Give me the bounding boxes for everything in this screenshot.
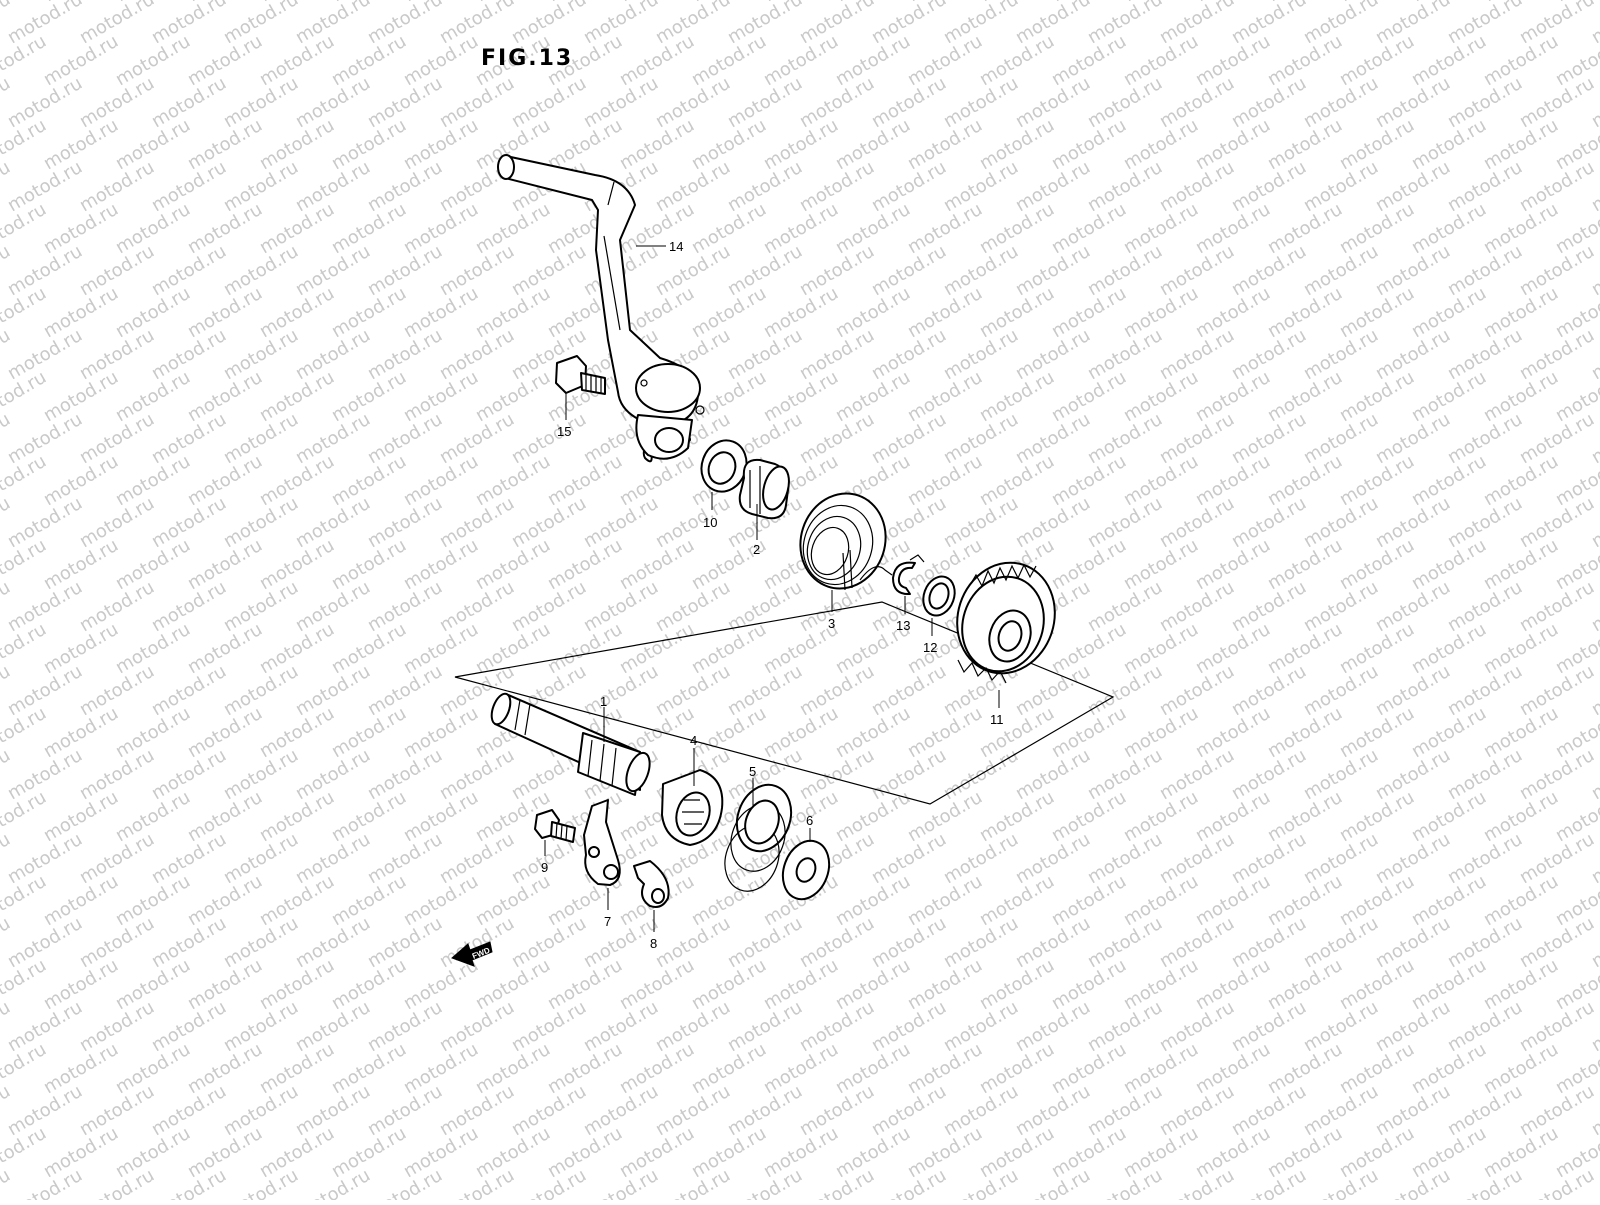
washer-6	[781, 839, 831, 901]
kick-drive-gear-11	[956, 561, 1056, 684]
kick-shaft-1	[490, 692, 651, 796]
callout-7: 7	[604, 914, 611, 929]
callout-3: 3	[828, 616, 835, 631]
oil-seal-10	[700, 439, 748, 493]
callout-6: 6	[806, 813, 813, 828]
assembly-outline	[454, 601, 1115, 805]
washer-12	[922, 575, 956, 617]
callout-8: 8	[650, 936, 657, 951]
callout-4: 4	[690, 733, 697, 748]
callout-12: 12	[923, 640, 937, 655]
callout-layer: 1 2 3 4 5 6 7 8 9 10 11 12 13	[541, 239, 1004, 951]
ratchet-4	[661, 769, 724, 846]
kick-starter-lever	[497, 154, 705, 463]
callout-10: 10	[703, 515, 717, 530]
guide-2	[738, 458, 790, 520]
callout-9: 9	[541, 860, 548, 875]
callout-15: 15	[557, 424, 571, 439]
circlip-13	[892, 554, 925, 596]
callout-13: 13	[896, 618, 910, 633]
callout-5: 5	[749, 764, 756, 779]
guide-plate-7	[583, 799, 621, 886]
spring-5	[724, 783, 793, 892]
kick-spring-3	[799, 492, 893, 591]
bolt-9	[534, 809, 576, 843]
callout-14: 14	[669, 239, 683, 254]
pawl-stopper-8	[633, 860, 670, 908]
bolt-15	[555, 355, 606, 395]
callout-11: 11	[990, 712, 1004, 727]
watermark-text: motod.ru	[0, 1165, 14, 1200]
figure-title: FIG.13	[481, 46, 574, 71]
callout-2: 2	[753, 542, 760, 557]
callout-1: 1	[600, 694, 607, 709]
